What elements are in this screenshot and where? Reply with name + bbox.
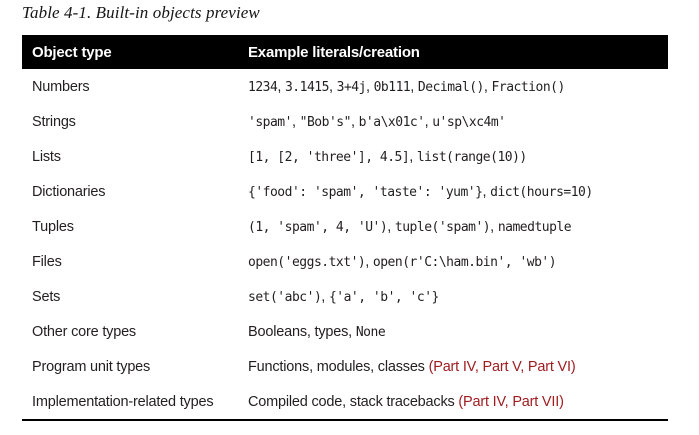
object-type-cell: Numbers bbox=[32, 78, 90, 95]
plain-text: , bbox=[424, 113, 433, 130]
object-type-cell: Lists bbox=[32, 148, 61, 165]
part-crossref-link[interactable]: Part IV bbox=[433, 358, 475, 375]
code-literal: "Bob's" bbox=[299, 114, 352, 130]
part-crossref-link[interactable]: Part VII bbox=[512, 393, 560, 410]
plain-text: , bbox=[410, 78, 418, 95]
table-row: Program unit types Functions, modules, cl… bbox=[22, 349, 668, 384]
code-literal: u'sp\xc4m' bbox=[432, 114, 506, 130]
part-crossref-link[interactable]: Part VI bbox=[527, 358, 571, 375]
code-literal: namedtuple bbox=[497, 219, 572, 235]
table-caption: Table 4-1. Built-in objects preview bbox=[22, 3, 260, 22]
code-literal: Decimal() bbox=[417, 79, 484, 95]
code-literal: list(range(10)) bbox=[416, 149, 527, 165]
code-literal: (1, 'spam', 4, 'U') bbox=[248, 219, 388, 235]
crossref-punctuation: ) bbox=[570, 358, 576, 375]
table-row: Strings 'spam', "Bob's", b'a\x01c', u'sp\… bbox=[22, 104, 668, 139]
object-type-cell: Tuples bbox=[32, 218, 74, 235]
object-type-cell: Files bbox=[32, 253, 62, 270]
code-literal: open(r'C:\ham.bin', 'wb') bbox=[372, 254, 557, 270]
table-header-row: Object type Example literals/creation bbox=[22, 35, 668, 69]
crossref-punctuation: , bbox=[504, 393, 513, 410]
example-cell: open('eggs.txt'), open(r'C:\ham.bin', 'w… bbox=[248, 254, 668, 270]
plain-text: , bbox=[365, 253, 373, 270]
example-cell: 1234, 3.1415, 3+4j, 0b111, Decimal(), Fr… bbox=[248, 79, 668, 95]
object-type-cell: Implementation-related types bbox=[32, 393, 214, 410]
example-cell: Functions, modules, classes (Part IV, Pa… bbox=[248, 359, 668, 375]
table-row: Dictionaries {'food': 'spam', 'taste': 'y… bbox=[22, 174, 668, 209]
plain-text: Compiled code, stack tracebacks bbox=[248, 393, 459, 410]
builtin-objects-table: Object type Example literals/creation Nu… bbox=[22, 35, 668, 421]
object-type-cell: Other core types bbox=[32, 323, 136, 340]
example-cell: set('abc'), {'a', 'b', 'c'} bbox=[248, 289, 668, 305]
plain-text: , bbox=[277, 78, 285, 95]
part-crossref-link[interactable]: Part IV bbox=[463, 393, 505, 410]
object-type-cell: Dictionaries bbox=[32, 183, 106, 200]
crossref-punctuation: , bbox=[520, 358, 528, 375]
object-type-cell: Sets bbox=[32, 288, 61, 305]
table-row: Other core types Booleans, types, None bbox=[22, 314, 668, 349]
example-cell: Compiled code, stack tracebacks (Part IV… bbox=[248, 394, 668, 410]
crossref-punctuation: ( bbox=[428, 358, 434, 375]
column-header-example-literals: Example literals/creation bbox=[248, 43, 420, 61]
plain-text: , bbox=[328, 78, 337, 95]
code-literal: dict(hours=10) bbox=[490, 184, 593, 200]
example-cell: (1, 'spam', 4, 'U'), tuple('spam'), name… bbox=[248, 219, 668, 235]
code-literal: None bbox=[355, 324, 386, 340]
example-cell: 'spam', "Bob's", b'a\x01c', u'sp\xc4m' bbox=[248, 114, 668, 130]
table-row: Implementation-related types Compiled cod… bbox=[22, 384, 668, 419]
code-literal: 'spam' bbox=[248, 114, 292, 130]
code-literal: {'food': 'spam', 'taste': 'yum'} bbox=[248, 184, 483, 200]
plain-text: , bbox=[490, 218, 498, 235]
plain-text: , bbox=[482, 183, 491, 200]
plain-text: , bbox=[409, 148, 417, 165]
crossref-punctuation: , bbox=[474, 358, 483, 375]
plain-text: , bbox=[483, 78, 492, 95]
crossref-punctuation: ) bbox=[559, 393, 564, 410]
plain-text: , bbox=[365, 78, 374, 95]
part-crossref-link[interactable]: Part V bbox=[482, 358, 521, 375]
code-literal: set('abc') bbox=[248, 289, 322, 305]
object-type-cell: Strings bbox=[32, 113, 76, 130]
code-literal: open('eggs.txt') bbox=[248, 254, 366, 270]
code-literal: 3.1415 bbox=[284, 79, 329, 95]
object-type-cell: Program unit types bbox=[32, 358, 151, 375]
code-literal: 1234 bbox=[248, 79, 278, 95]
table-row: Files open('eggs.txt'), open(r'C:\ham.bin… bbox=[22, 244, 668, 279]
example-cell: Booleans, types, None bbox=[248, 324, 668, 340]
code-literal: Fraction() bbox=[491, 79, 566, 95]
plain-text: , bbox=[350, 113, 359, 130]
table-body: Numbers 1234, 3.1415, 3+4j, 0b111, Decima… bbox=[22, 69, 668, 419]
crossref-punctuation: ( bbox=[458, 393, 464, 410]
code-literal: {'a', 'b', 'c'} bbox=[328, 289, 439, 305]
example-cell: [1, [2, 'three'], 4.5], list(range(10)) bbox=[248, 149, 668, 165]
table-row: Tuples (1, 'spam', 4, 'U'), tuple('spam')… bbox=[22, 209, 668, 244]
example-cell: {'food': 'spam', 'taste': 'yum'}, dict(h… bbox=[248, 184, 668, 200]
table-row: Sets set('abc'), {'a', 'b', 'c'} bbox=[22, 279, 668, 314]
plain-text: , bbox=[321, 288, 329, 305]
table-row: Numbers 1234, 3.1415, 3+4j, 0b111, Decima… bbox=[22, 69, 668, 104]
code-literal: 3+4j bbox=[336, 79, 367, 95]
plain-text: Functions, modules, classes bbox=[248, 358, 429, 375]
code-literal: [1, [2, 'three'], 4.5] bbox=[248, 149, 410, 165]
code-literal: b'a\x01c' bbox=[358, 114, 425, 130]
plain-text: , bbox=[291, 113, 300, 130]
column-header-object-type: Object type bbox=[32, 43, 112, 61]
table-row: Lists [1, [2, 'three'], 4.5], list(range(… bbox=[22, 139, 668, 174]
code-literal: 0b111 bbox=[373, 79, 411, 95]
plain-text: Booleans, types, bbox=[248, 323, 356, 340]
code-literal: tuple('spam') bbox=[394, 219, 491, 235]
plain-text: , bbox=[387, 218, 395, 235]
